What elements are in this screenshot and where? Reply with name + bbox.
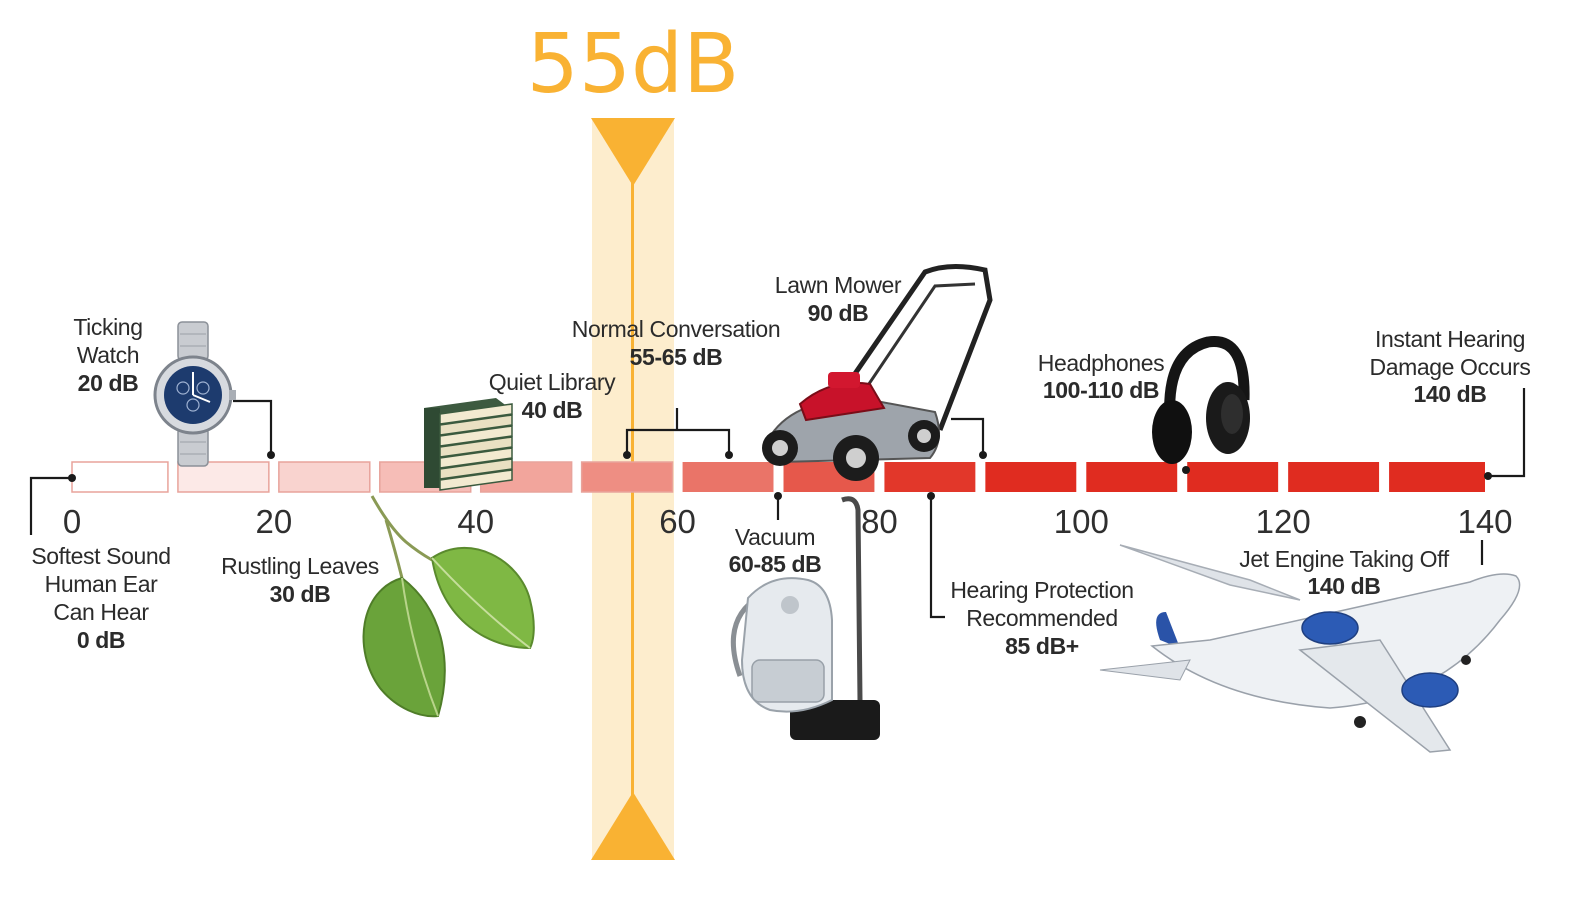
label-damage-line-2: Damage Occurs	[1370, 354, 1531, 380]
scale-segment	[177, 461, 270, 493]
tick-label: 100	[1054, 503, 1109, 540]
label-headphones: Headphones 100-110 dB	[1038, 350, 1165, 403]
scale-segment	[985, 462, 1077, 492]
tick-labels: 0 20 40 60 80 100 120 140	[63, 503, 1513, 540]
tick-label: 20	[255, 503, 292, 540]
tick-label: 40	[457, 503, 494, 540]
label-vacuum: Vacuum 60-85 dB	[729, 524, 822, 577]
label-vacuum-value: 60-85 dB	[729, 551, 822, 577]
label-softest-line-2: Human Ear	[45, 571, 158, 597]
books-icon	[424, 398, 513, 491]
label-library-value: 40 dB	[522, 397, 583, 423]
label-library-line-1: Quiet Library	[489, 369, 616, 395]
marker-label: 55dB	[527, 17, 740, 112]
label-protection-value: 85 dB+	[1005, 633, 1079, 659]
scale-segment	[884, 462, 976, 492]
tick-label: 60	[659, 503, 696, 540]
tick-label: 140	[1457, 503, 1512, 540]
label-watch-line-2: Watch	[77, 342, 139, 368]
label-softest: Softest Sound Human Ear Can Hear 0 dB	[31, 543, 171, 653]
scale-segment	[278, 461, 371, 493]
marker-arrow-top	[591, 118, 675, 186]
tick-label: 80	[861, 503, 898, 540]
label-watch-line-1: Ticking	[73, 314, 142, 340]
label-mower-line-1: Lawn Mower	[775, 272, 902, 298]
marker-arrow-bottom	[591, 792, 675, 860]
label-leaves-line-1: Rustling Leaves	[221, 553, 379, 579]
scale-segment	[1086, 462, 1178, 492]
label-watch-value: 20 dB	[78, 370, 139, 396]
label-protection-line-1: Hearing Protection	[950, 577, 1133, 603]
label-damage: Instant Hearing Damage Occurs 140 dB	[1370, 326, 1531, 407]
label-library: Quiet Library 40 dB	[489, 369, 617, 423]
connectors	[29, 388, 1526, 619]
watch-icon	[153, 321, 236, 467]
label-softest-line-3: Can Hear	[53, 599, 149, 625]
vacuum-icon	[730, 496, 880, 740]
label-softest-line-1: Softest Sound	[31, 543, 170, 569]
label-mower: Lawn Mower 90 dB	[775, 272, 903, 326]
lawn-mower-icon	[762, 264, 993, 481]
marker: 55dB	[527, 17, 740, 860]
scale-segment	[71, 461, 169, 493]
label-conversation-value: 55-65 dB	[630, 344, 723, 370]
label-jet-value: 140 dB	[1307, 573, 1380, 599]
label-leaves: Rustling Leaves 30 dB	[221, 553, 379, 607]
airplane-icon	[1099, 544, 1521, 753]
headphones-icon	[1152, 336, 1250, 464]
label-watch: Ticking Watch 20 dB	[73, 314, 143, 396]
tick-label: 0	[63, 503, 81, 540]
label-jet: Jet Engine Taking Off 140 dB	[1239, 546, 1450, 599]
label-leaves-value: 30 dB	[270, 581, 331, 607]
label-jet-line-1: Jet Engine Taking Off	[1239, 546, 1449, 572]
label-headphones-value: 100-110 dB	[1043, 377, 1159, 403]
tick-label: 120	[1256, 503, 1311, 540]
leaves-icon	[362, 495, 535, 718]
label-softest-value: 0 dB	[77, 627, 125, 653]
label-conversation-line-1: Normal Conversation	[572, 316, 780, 342]
label-damage-line-1: Instant Hearing	[1375, 326, 1525, 352]
scale-segment	[1288, 462, 1380, 492]
scale-segment	[1187, 462, 1279, 492]
label-headphones-line-1: Headphones	[1038, 350, 1164, 376]
scale-segment	[580, 461, 674, 493]
label-damage-value: 140 dB	[1413, 381, 1486, 407]
label-protection-line-2: Recommended	[966, 605, 1118, 631]
label-vacuum-line-1: Vacuum	[735, 524, 815, 550]
scale-segment	[682, 462, 774, 492]
label-mower-value: 90 dB	[808, 300, 869, 326]
scale-segment	[1389, 462, 1485, 492]
label-protection: Hearing Protection Recommended 85 dB+	[950, 577, 1134, 659]
label-conversation: Normal Conversation 55-65 dB	[572, 316, 781, 370]
scale-bar	[71, 461, 1485, 493]
